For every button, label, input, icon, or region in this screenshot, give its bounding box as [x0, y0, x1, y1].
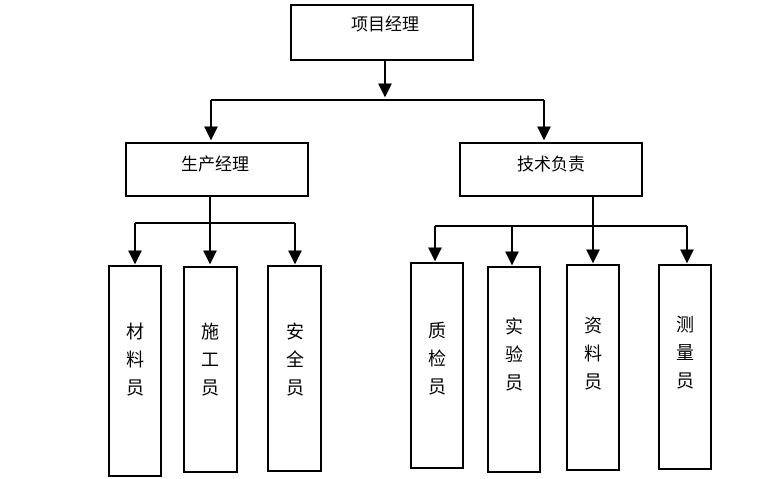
staff-node-label: 质检员 [428, 321, 446, 398]
staff-node-documentation: 资料员 [566, 264, 620, 471]
staff-node-label: 安全员 [286, 322, 304, 399]
staff-node-label: 资料员 [584, 316, 602, 393]
staff-label-char: 检 [428, 349, 446, 370]
manager-node-production: 生产经理 [125, 142, 309, 197]
staff-label-char: 全 [286, 350, 304, 371]
staff-label-char: 员 [676, 371, 694, 392]
staff-node-lab: 实验员 [487, 266, 541, 473]
staff-label-char: 员 [505, 373, 523, 394]
staff-node-box [410, 262, 464, 469]
staff-label-char: 材 [126, 322, 144, 343]
staff-node-survey: 测量员 [658, 264, 712, 470]
root-node-label: 项目经理 [351, 15, 419, 35]
staff-node-label: 施工员 [201, 322, 219, 399]
staff-label-char: 资 [584, 316, 602, 337]
staff-label-char: 员 [428, 377, 446, 398]
staff-label-char: 验 [505, 345, 523, 366]
staff-label-char: 工 [201, 350, 219, 371]
staff-label-char: 员 [126, 378, 144, 399]
staff-node-construction: 施工员 [183, 266, 238, 473]
staff-node-box [183, 266, 238, 473]
root-node-box [290, 4, 474, 61]
staff-node-label: 测量员 [676, 315, 694, 392]
staff-label-char: 质 [428, 321, 446, 342]
staff-node-box [566, 264, 620, 471]
staff-node-box [267, 265, 322, 472]
staff-node-materials: 材料员 [108, 265, 162, 477]
manager-node-technical: 技术负责 [459, 142, 643, 197]
manager-node-production-box [125, 142, 309, 197]
staff-label-char: 实 [505, 317, 523, 338]
staff-label-char: 量 [676, 343, 694, 364]
manager-node-technical-label: 技术负责 [517, 155, 585, 175]
staff-node-label: 实验员 [505, 317, 523, 394]
staff-node-box [487, 266, 541, 473]
staff-node-safety: 安全员 [267, 265, 322, 472]
staff-label-char: 料 [584, 344, 602, 365]
connectors [128, 60, 694, 266]
staff-node-box [658, 264, 712, 470]
staff-label-char: 员 [286, 378, 304, 399]
staff-label-char: 员 [201, 378, 219, 399]
staff-label-char: 安 [286, 322, 304, 343]
staff-node-box [108, 265, 162, 477]
staff-label-char: 测 [676, 315, 694, 336]
manager-node-technical-box [459, 142, 643, 197]
staff-node-label: 材料员 [126, 322, 144, 399]
staff-label-char: 料 [126, 350, 144, 371]
manager-node-production-label: 生产经理 [181, 155, 249, 175]
staff-node-quality: 质检员 [410, 262, 464, 469]
staff-label-char: 员 [584, 372, 602, 393]
staff-label-char: 施 [201, 322, 219, 343]
root-node: 项目经理 [290, 4, 474, 61]
